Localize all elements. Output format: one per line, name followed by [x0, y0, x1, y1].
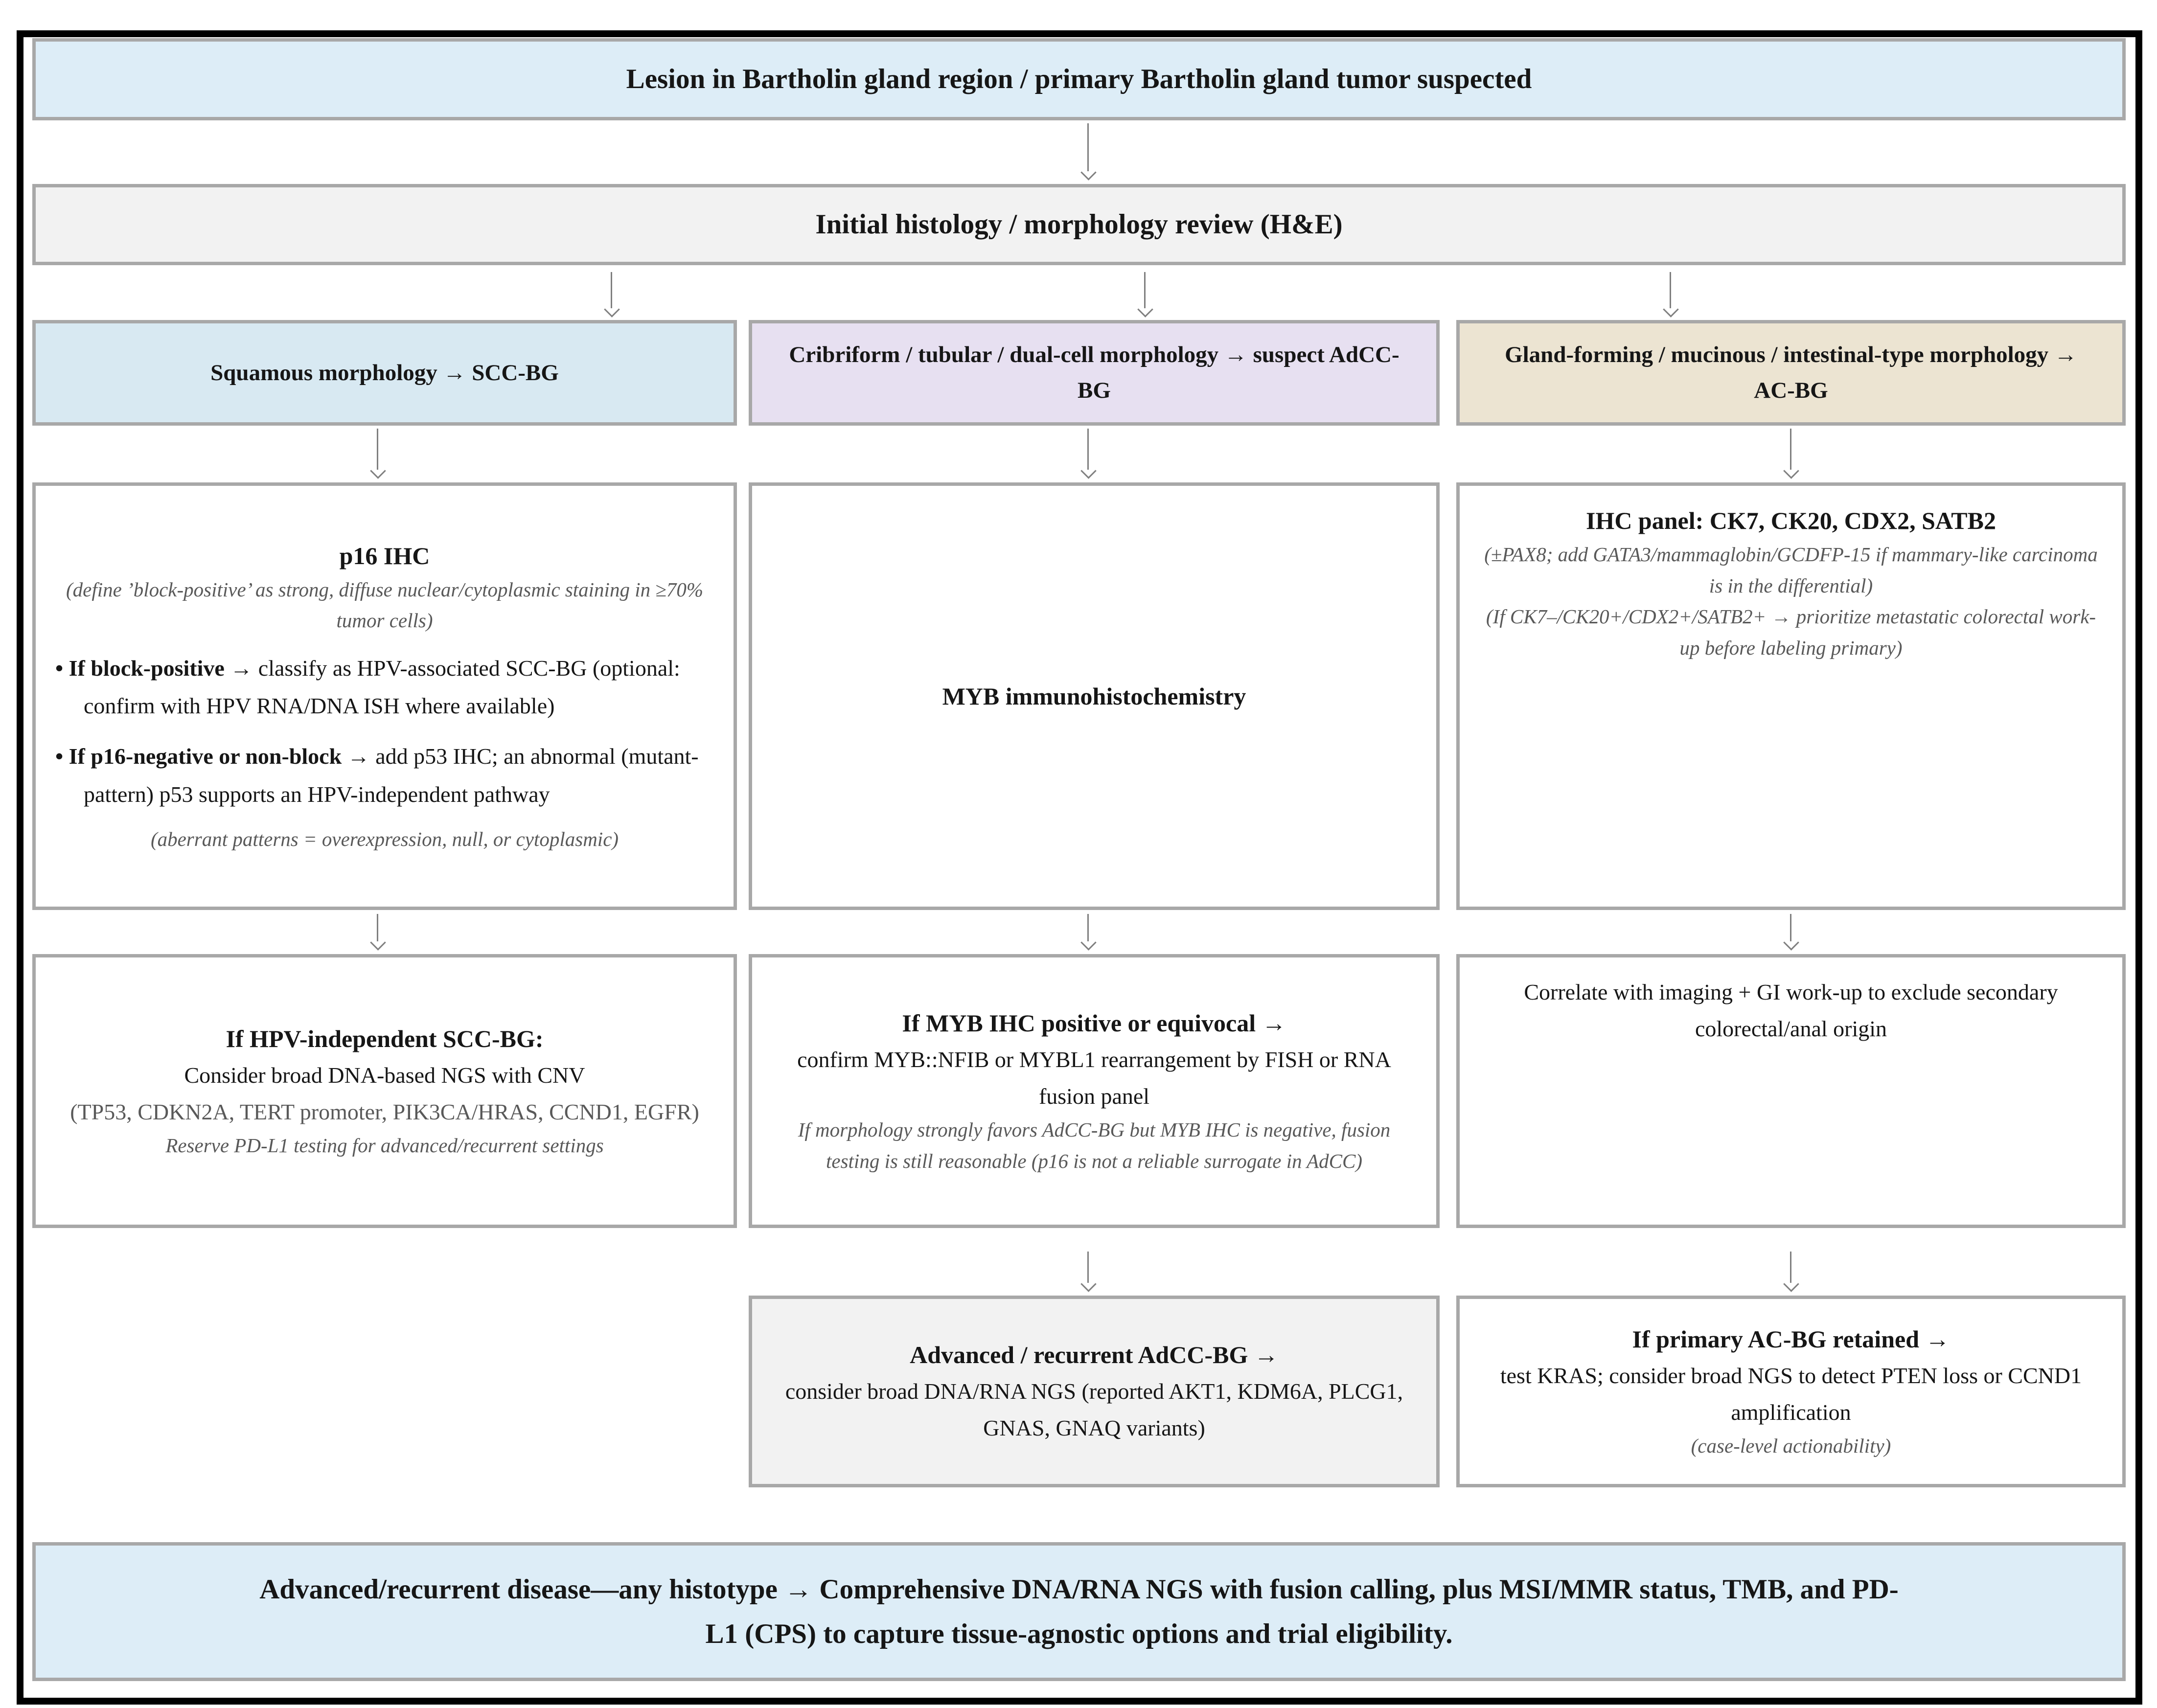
advanced-adcc-line2: consider broad DNA/RNA NGS (reported AKT…	[785, 1378, 1403, 1440]
primary-acbg-line2: test KRAS; consider broad NGS to detect …	[1500, 1363, 2082, 1425]
p16-bullet-negative: If p16-negative or non-block → add p53 I…	[55, 737, 714, 813]
p16-bullet2-lead: If p16-negative or non-block	[55, 744, 342, 769]
ihc-panel-note2: (If CK7–/CK20+/CDX2+/SATB2+ → prioritize…	[1486, 605, 2096, 659]
adcc-morphology-node: Cribriform / tubular / dual-cell morphol…	[749, 320, 1440, 426]
flow-arrow	[1782, 914, 1800, 951]
advanced-adcc-node: Advanced / recurrent AdCC-BG → consider …	[749, 1296, 1440, 1487]
flow-arrow	[1782, 429, 1800, 479]
correlate-label: Correlate with imaging + GI work-up to e…	[1524, 979, 2058, 1041]
flow-arrow	[1079, 1252, 1097, 1292]
p16-define-note: (define ’block-positive’ as strong, diff…	[66, 578, 703, 632]
p16-bullet1-rest: → classify as HPV-associated SCC-BG (opt…	[84, 655, 680, 718]
correlate-node: Correlate with imaging + GI work-up to e…	[1456, 954, 2126, 1228]
ihc-panel-note1: (±PAX8; add GATA3/mammaglobin/GCDFP-15 i…	[1484, 543, 2098, 597]
flow-arrow	[1662, 272, 1679, 318]
flow-arrow	[369, 914, 387, 951]
flow-arrow	[1782, 1252, 1800, 1292]
adcc-morphology-label: Cribriform / tubular / dual-cell morphol…	[789, 342, 1400, 403]
acbg-morphology-label: Gland-forming / mucinous / intestinal-ty…	[1505, 342, 2077, 403]
flow-arrow	[369, 429, 387, 479]
p16-ihc-title: p16 IHC	[339, 542, 430, 569]
myb-positive-line2: confirm MYB::NFIB or MYBL1 rearrangement…	[797, 1047, 1391, 1109]
p16-bullets: If block-positive → classify as HPV-asso…	[55, 637, 714, 813]
hpv-independent-title: If HPV-independent SCC-BG:	[226, 1025, 544, 1053]
start-node-label: Lesion in Bartholin gland region / prima…	[626, 64, 1532, 95]
p16-bullet-block-positive: If block-positive → classify as HPV-asso…	[55, 649, 714, 725]
hpv-independent-node: If HPV-independent SCC-BG: Consider broa…	[32, 954, 737, 1228]
advanced-banner-node: Advanced/recurrent disease—any histotype…	[32, 1542, 2126, 1681]
flow-arrow	[1136, 272, 1154, 318]
ihc-panel-title: IHC panel: CK7, CK20, CDX2, SATB2	[1585, 507, 1996, 534]
acbg-morphology-node: Gland-forming / mucinous / intestinal-ty…	[1456, 320, 2126, 426]
primary-acbg-title: If primary AC-BG retained →	[1632, 1325, 1950, 1353]
ihc-panel-node: IHC panel: CK7, CK20, CDX2, SATB2 (±PAX8…	[1456, 482, 2126, 910]
p16-ihc-node: p16 IHC (define ’block-positive’ as stro…	[32, 482, 737, 910]
flow-arrow	[1079, 914, 1097, 951]
p16-bullet2-rest: → add p53 IHC; an abnormal (mutant-patte…	[84, 744, 699, 807]
primary-acbg-note: (case-level actionability)	[1691, 1435, 1891, 1457]
start-node: Lesion in Bartholin gland region / prima…	[32, 38, 2126, 120]
myb-positive-title: If MYB IHC positive or equivocal →	[902, 1009, 1286, 1037]
flow-arrow	[603, 272, 620, 318]
p16-bullet1-lead: If block-positive	[55, 656, 225, 681]
advanced-banner-line2: L1 (CPS) to capture tissue-agnostic opti…	[705, 1618, 1453, 1649]
flow-arrow	[1079, 429, 1097, 479]
advanced-adcc-title: Advanced / recurrent AdCC-BG →	[910, 1341, 1279, 1368]
myb-positive-note: If morphology strongly favors AdCC-BG bu…	[798, 1118, 1391, 1173]
hpv-independent-line2: Consider broad DNA-based NGS with CNV	[184, 1063, 585, 1088]
scc-morphology-label: Squamous morphology → SCC-BG	[210, 360, 559, 386]
hpv-independent-note: Reserve PD-L1 testing for advanced/recur…	[165, 1134, 604, 1157]
hpv-independent-genes: (TP53, CDKN2A, TERT promoter, PIK3CA/HRA…	[70, 1099, 699, 1124]
histology-review-node: Initial histology / morphology review (H…	[32, 184, 2126, 265]
scc-morphology-node: Squamous morphology → SCC-BG	[32, 320, 737, 426]
primary-acbg-node: If primary AC-BG retained → test KRAS; c…	[1456, 1296, 2126, 1487]
p16-aberrant-note: (aberrant patterns = overexpression, nul…	[150, 827, 619, 850]
advanced-banner-line1: Advanced/recurrent disease—any histotype…	[259, 1573, 1899, 1605]
histology-review-label: Initial histology / morphology review (H…	[815, 209, 1343, 240]
myb-ihc-label: MYB immunohistochemistry	[942, 682, 1246, 710]
myb-positive-node: If MYB IHC positive or equivocal → confi…	[749, 954, 1440, 1228]
flow-arrow	[1079, 123, 1097, 181]
myb-ihc-node: MYB immunohistochemistry	[749, 482, 1440, 910]
